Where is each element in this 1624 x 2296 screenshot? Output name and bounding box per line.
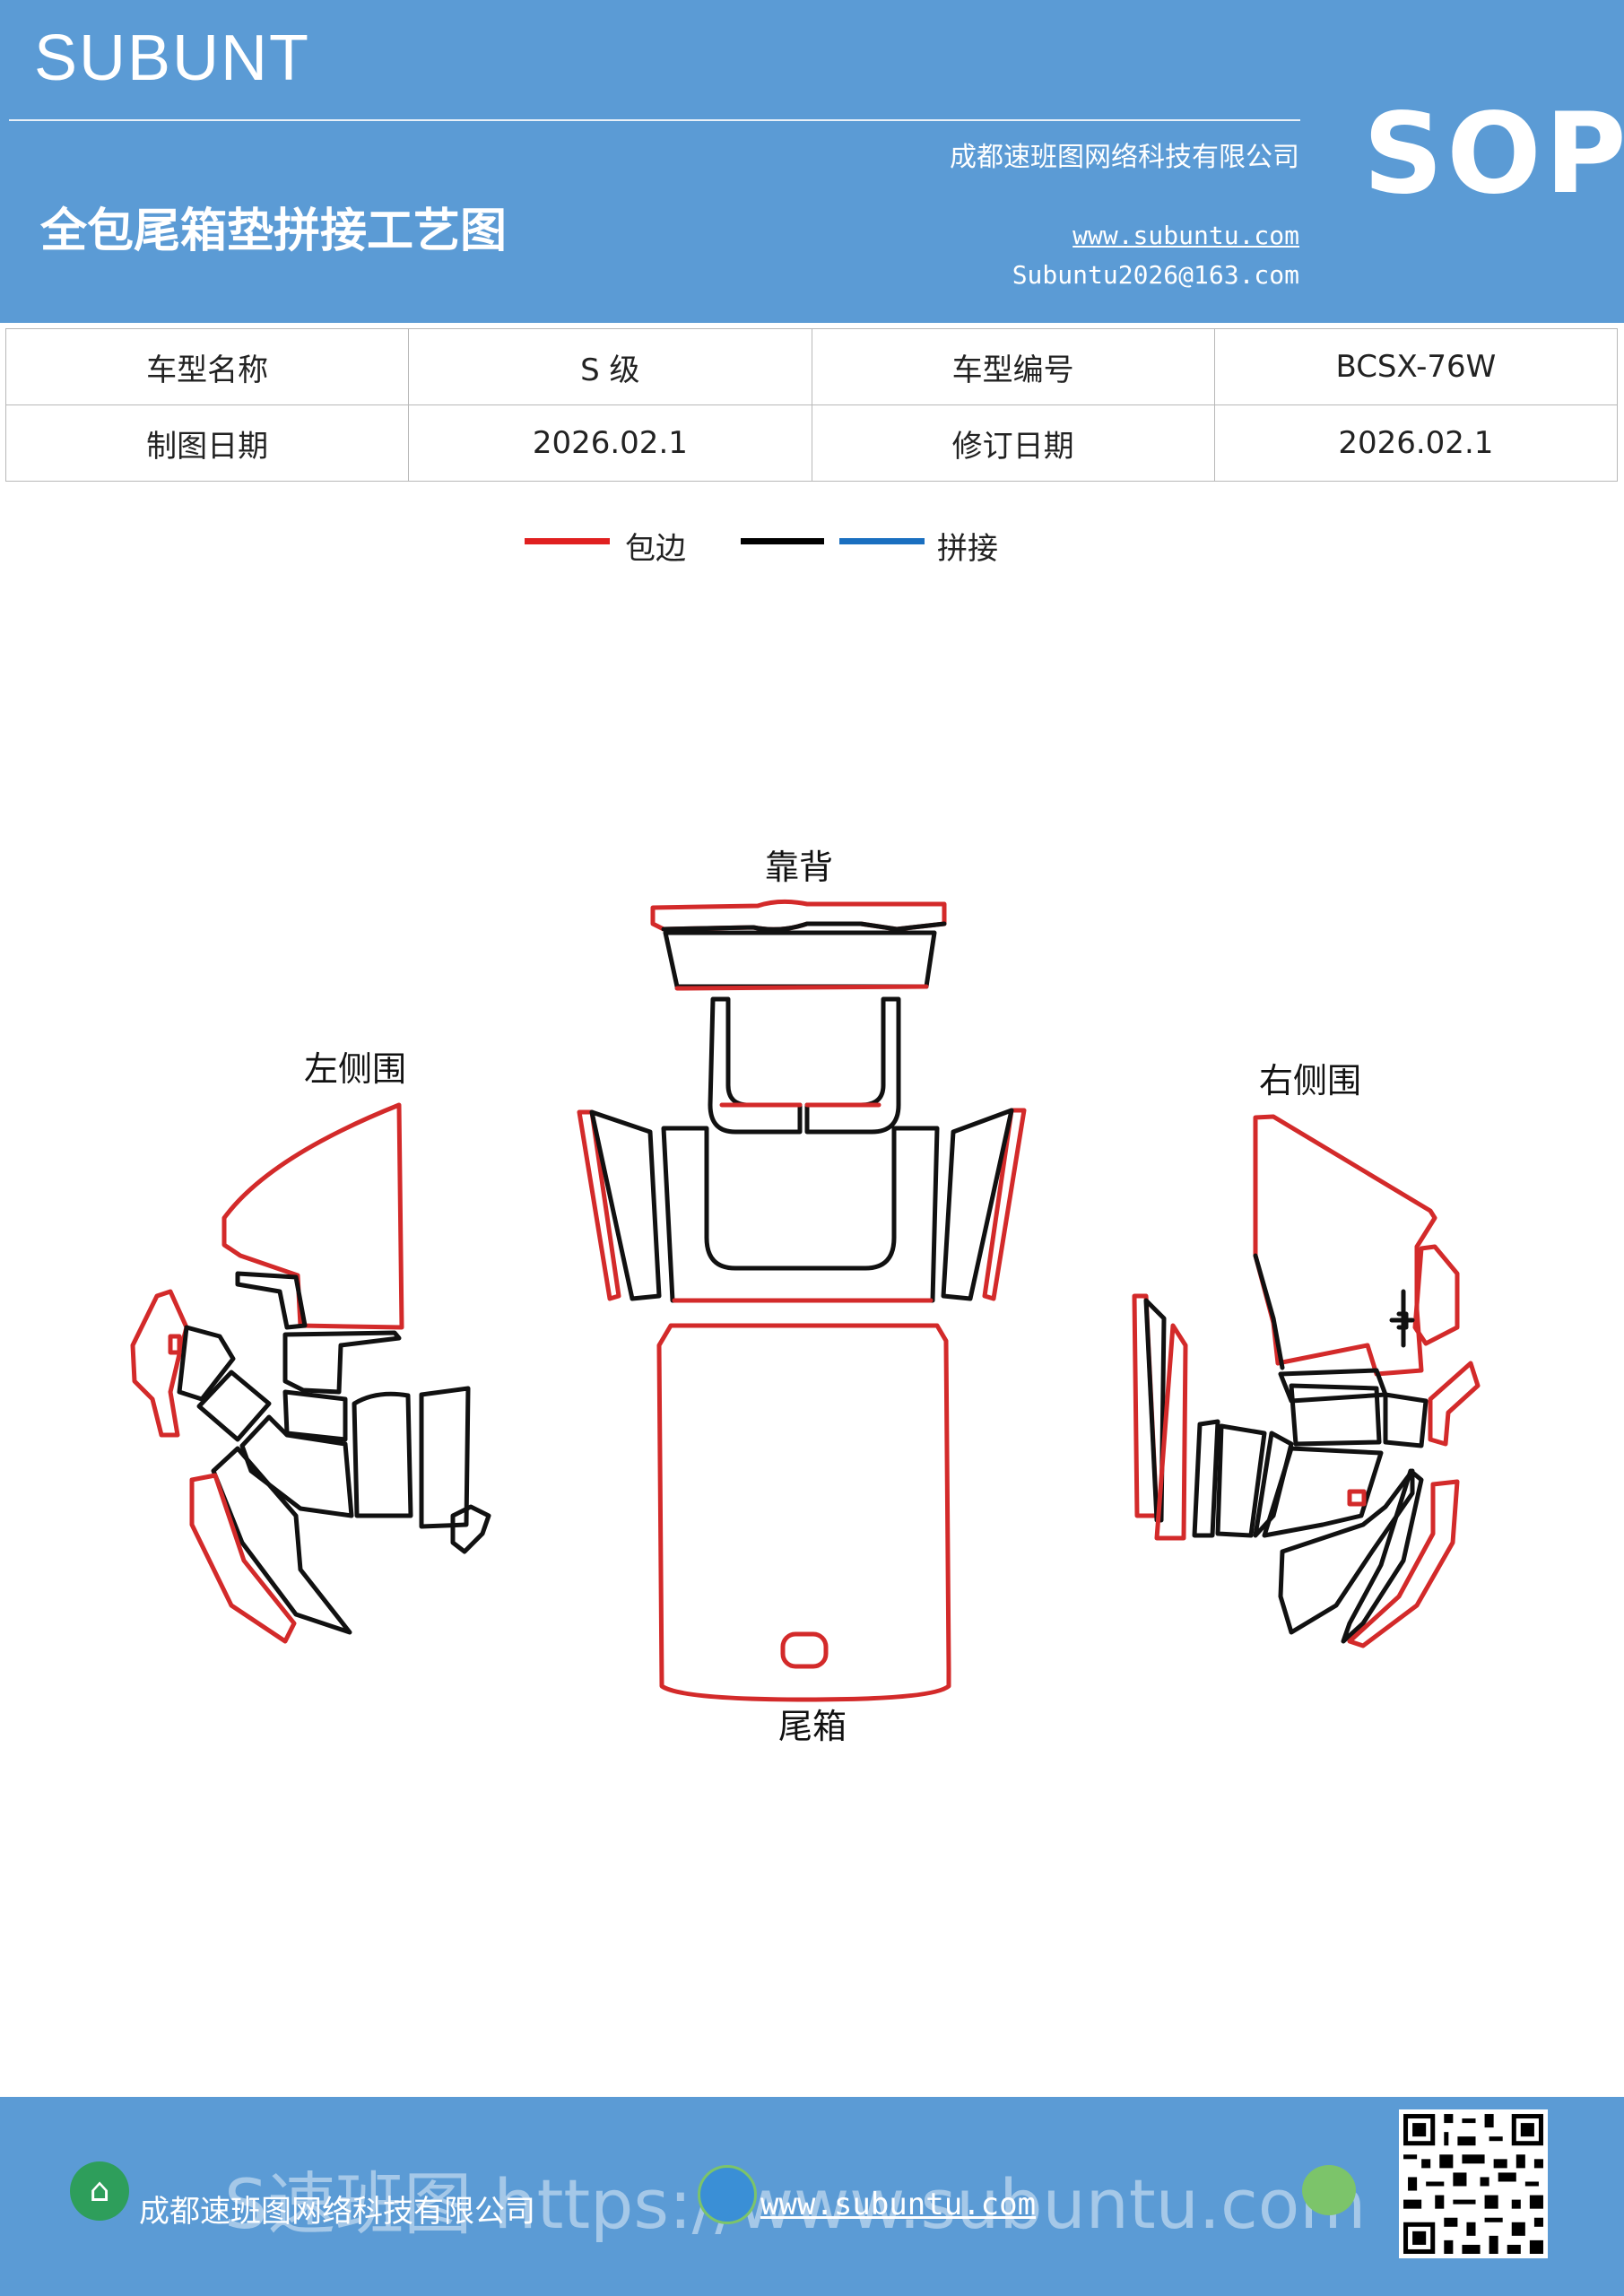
table-cell: 车型名称 <box>4 328 410 405</box>
left-upper-panel <box>221 1102 404 1330</box>
right-small-flap <box>1412 1244 1460 1346</box>
trunk-floor-pieces <box>656 1323 951 1702</box>
label-left-side: 左侧围 <box>304 1049 406 1089</box>
backrest-lower-panel <box>661 1126 940 1303</box>
table-row: 制图日期 2026.02.1 修订日期 2026.02.1 <box>4 404 1619 482</box>
footer-banner: S速班图 https://www.subuntu.com ⌂ 成都速班图网络科技… <box>0 2097 1624 2296</box>
left-side-pieces <box>130 1102 491 1644</box>
footer-website-link[interactable]: www.subuntu.com <box>760 2187 1037 2222</box>
building-icon: ⌂ <box>70 2161 129 2221</box>
right-side-pieces <box>1132 1114 1481 1648</box>
right-center-tab <box>1347 1489 1367 1507</box>
header-divider <box>9 119 1300 121</box>
website-link[interactable]: www.subuntu.com <box>1073 221 1299 250</box>
backrest-middle-piece <box>663 930 937 989</box>
trunk-floor-panel <box>656 1323 951 1702</box>
backrest-left-wing-edge <box>577 1109 621 1301</box>
left-bottom-edge-piece <box>189 1473 297 1644</box>
backrest-right-wing <box>941 1108 1014 1301</box>
table-cell: 2026.02.1 <box>408 404 812 482</box>
left-front-piece-edge <box>130 1289 189 1438</box>
sop-badge: SOP <box>1363 90 1624 219</box>
right-center-piece <box>1262 1446 1384 1538</box>
label-right-side: 右侧围 <box>1259 1061 1361 1100</box>
left-lower-piece <box>211 1446 352 1635</box>
right-lower-strip <box>1341 1468 1424 1644</box>
qr-code <box>1399 2109 1548 2258</box>
left-front-piece <box>177 1325 236 1402</box>
right-narrow-c <box>1253 1431 1294 1538</box>
header-banner: SUBUNT 成都速班图网络科技有限公司 全包尾箱垫拼接工艺图 www.subu… <box>0 0 1624 323</box>
right-thin-strip-b <box>1154 1323 1188 1541</box>
left-center-piece <box>239 1414 354 1518</box>
chat-icon <box>1302 2165 1356 2215</box>
right-box-b <box>1383 1392 1429 1448</box>
table-cell: S 级 <box>408 328 812 405</box>
backrest-left-wing <box>589 1109 662 1301</box>
right-thin-strip <box>1143 1298 1167 1523</box>
left-clip-piece <box>450 1504 491 1554</box>
right-bottom-edge-piece <box>1347 1479 1460 1648</box>
table-cell: 2026.02.1 <box>1213 404 1619 482</box>
globe-icon <box>698 2165 757 2224</box>
left-box-piece <box>282 1389 348 1442</box>
legend: 包边 拼接 <box>0 520 1624 574</box>
left-small-strip <box>235 1271 308 1330</box>
backrest-inner-right <box>804 996 901 1135</box>
backrest-middle-edge <box>674 984 929 991</box>
left-mid-strip <box>282 1330 402 1395</box>
right-narrow-b <box>1215 1423 1267 1538</box>
right-box-a <box>1289 1383 1382 1447</box>
backrest-inner-left <box>708 996 803 1135</box>
right-upper-panel <box>1253 1114 1437 1377</box>
table-cell: BCSX-76W <box>1213 328 1619 405</box>
right-lower-piece <box>1278 1468 1415 1635</box>
right-side-flap <box>1428 1361 1481 1447</box>
footer-company: 成都速班图网络科技有限公司 <box>139 2194 535 2230</box>
legend-swatch-seam <box>839 538 925 544</box>
backrest-right-wing-edge <box>982 1108 1027 1301</box>
company-name: 成都速班图网络科技有限公司 <box>950 142 1299 173</box>
legend-swatch-edge <box>525 538 610 544</box>
label-backrest: 靠背 <box>765 848 833 887</box>
right-upper-seam <box>1253 1253 1285 1370</box>
label-trunk: 尾箱 <box>778 1707 847 1746</box>
trunk-floor-cutout <box>780 1631 829 1669</box>
document-title: 全包尾箱垫拼接工艺图 <box>40 204 508 258</box>
left-small-tab <box>168 1334 182 1355</box>
email-address: Subuntu2026@163.com <box>1012 260 1299 290</box>
info-table: 车型名称 S 级 车型编号 BCSX-76W 制图日期 2026.02.1 修订… <box>4 328 1619 482</box>
left-quad-piece <box>196 1370 272 1442</box>
legend-label-edge: 包边 <box>625 531 686 567</box>
footer-watermark: S速班图 https://www.subuntu.com <box>224 2164 1367 2244</box>
legend-label-seam: 拼接 <box>937 531 998 567</box>
table-row: 车型名称 S 级 车型编号 BCSX-76W <box>4 328 1619 405</box>
left-rect-a <box>352 1391 413 1518</box>
backrest-pieces <box>577 899 1027 1303</box>
right-mark <box>1389 1289 1415 1348</box>
brand-logo-text: SUBUNT <box>34 22 311 94</box>
backrest-top-seam <box>661 921 947 932</box>
table-cell: 修订日期 <box>811 404 1215 482</box>
table-cell: 制图日期 <box>4 404 410 482</box>
legend-swatch-black <box>741 538 824 544</box>
left-rect-b <box>419 1386 471 1529</box>
right-narrow-a <box>1192 1419 1220 1538</box>
table-cell: 车型编号 <box>811 328 1215 405</box>
